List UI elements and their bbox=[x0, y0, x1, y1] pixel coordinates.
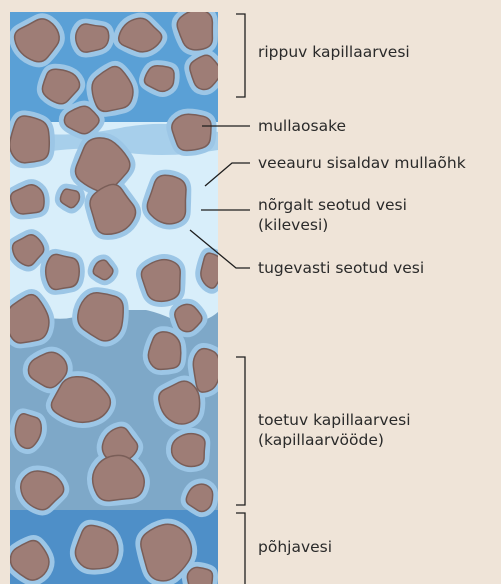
soil-particle bbox=[10, 116, 50, 163]
bracket-hanging-capillary bbox=[236, 14, 245, 97]
soil-particle bbox=[46, 254, 80, 289]
label-tightly-bound: tugevasti seotud vesi bbox=[258, 258, 424, 278]
label-hanging-capillary-water: rippuv kapillaarvesi bbox=[258, 42, 410, 62]
label-soil-particle: mullaosake bbox=[258, 116, 346, 136]
soil-particle bbox=[201, 253, 224, 288]
label-supported-capillary-1: toetuv kapillaarvesi bbox=[258, 410, 411, 430]
soil-particle bbox=[76, 24, 109, 52]
label-vapour-air: veeauru sisaldav mullaõhk bbox=[258, 153, 466, 173]
label-supported-capillary-2: (kapillaarvööde) bbox=[258, 430, 384, 450]
soil-particle bbox=[187, 567, 212, 584]
soil-particle bbox=[172, 434, 205, 467]
label-groundwater: põhjavesi bbox=[258, 537, 332, 557]
bracket-groundwater bbox=[236, 513, 245, 584]
label-loosely-bound-2: (kilevesi) bbox=[258, 215, 328, 235]
bracket-supported-capillary bbox=[236, 357, 245, 505]
label-loosely-bound-1: nõrgalt seotud vesi bbox=[258, 195, 407, 215]
soil-particle bbox=[148, 332, 180, 370]
soil-particle bbox=[172, 114, 211, 150]
soil-particle bbox=[193, 349, 220, 393]
soil-particle bbox=[141, 260, 180, 302]
